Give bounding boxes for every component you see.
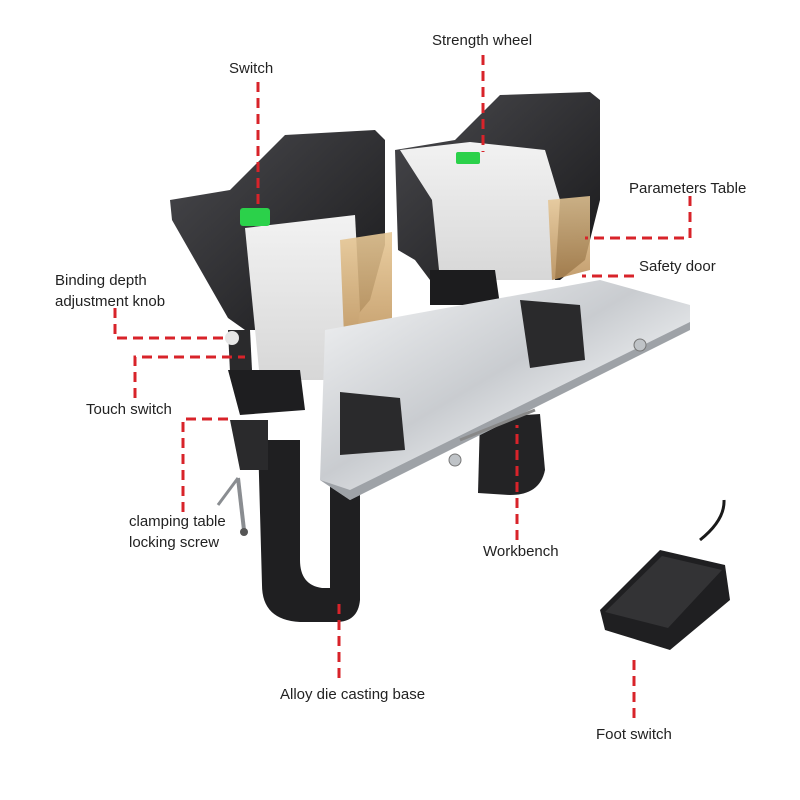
foot-switch-shape	[600, 499, 730, 650]
label-switch: Switch	[229, 60, 274, 77]
leader-parameters-table	[585, 196, 692, 240]
leader-touch-switch	[133, 355, 245, 398]
leader-lines	[113, 55, 692, 718]
label-clamping-line2: locking screw	[129, 534, 220, 551]
label-safety-door: Safety door	[639, 258, 716, 275]
label-foot-switch: Foot switch	[596, 726, 672, 743]
rear-stapler-head	[395, 92, 600, 305]
label-workbench: Workbench	[483, 543, 559, 560]
label-parameters-table: Parameters Table	[629, 180, 747, 197]
front-staple-block	[340, 392, 405, 455]
clamping-screw-shape	[216, 477, 248, 536]
rear-staple-block	[520, 300, 585, 368]
label-touch-switch: Touch switch	[86, 401, 172, 418]
label-strength-wheel: Strength wheel	[432, 32, 533, 49]
label-alloy-base: Alloy die casting base	[280, 686, 426, 703]
workbench-plate	[320, 280, 690, 500]
leader-binding-depth	[113, 308, 228, 340]
right-base-leg	[478, 414, 545, 495]
label-binding-depth-line2: adjustment knob	[55, 293, 166, 310]
label-clamping-line1: clamping table	[129, 513, 226, 530]
label-binding-depth-line1: Binding depth	[55, 272, 147, 289]
label-clamping-screw: clamping table locking screw	[129, 511, 226, 553]
label-binding-depth: Binding depth adjustment knob	[55, 270, 165, 312]
